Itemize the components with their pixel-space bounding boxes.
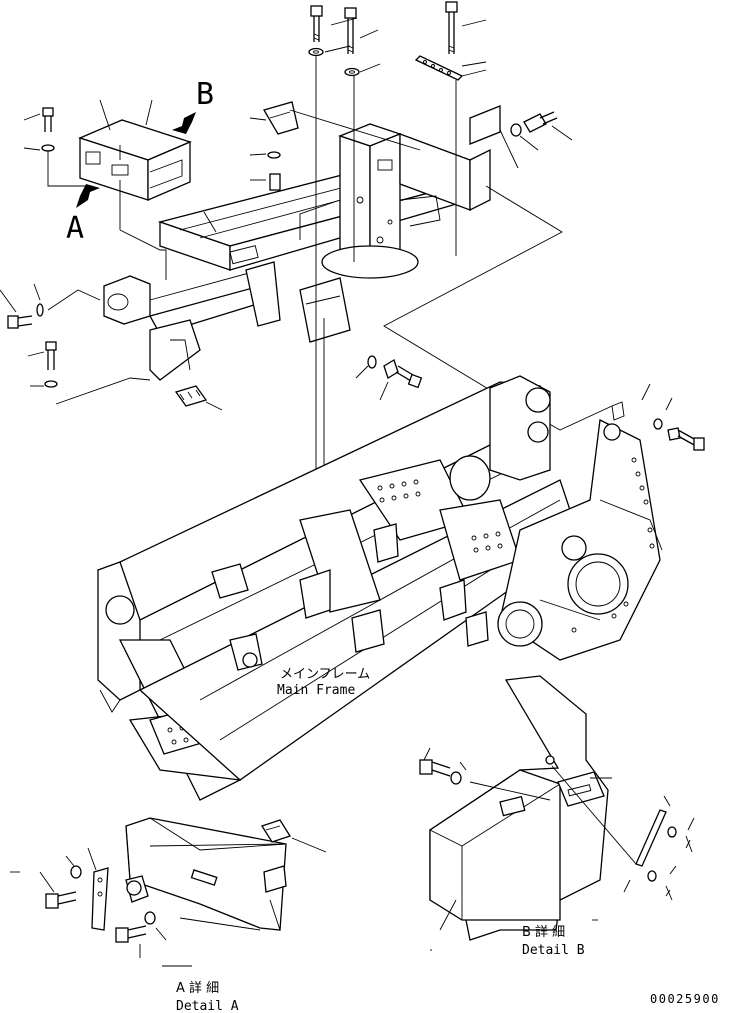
bolt-far-right [611,383,705,451]
main-frame-label-jp: メインフレーム [280,667,370,682]
detail-b-drawing [419,675,695,951]
view-label-a: A [66,211,84,246]
bolt-left-horizontal [0,283,101,329]
view-arrow-b [172,112,196,134]
view-label-b: B [196,77,214,112]
small-clip [174,385,223,411]
detail-a-label-jp: A 詳 細 [176,980,219,996]
view-arrow-a [76,184,100,208]
top-bolt-middle [344,7,381,77]
top-bolt-left [308,5,358,57]
detail-a-label-en: Detail A [176,999,239,1013]
bolt-middle-right [355,355,423,401]
bolt-left-vertical [27,341,151,405]
lock-plate [414,55,464,81]
top-bolt-right [445,1,487,77]
leader-lines [289,56,613,530]
detail-b-label-en: Detail B [522,943,585,958]
upper-left-bracket [203,101,299,233]
detail-a-drawing [10,817,327,967]
main-frame-label-en: Main Frame [277,683,355,698]
drawing-number: 00025900 [650,992,720,1006]
controller-box [78,99,192,201]
upper-tower [299,123,491,279]
main-frame [97,375,663,801]
bolt-small-top-left [23,107,92,187]
detail-b-label-jp: B 詳 細 [522,924,565,940]
right-plate-assembly [469,105,573,169]
